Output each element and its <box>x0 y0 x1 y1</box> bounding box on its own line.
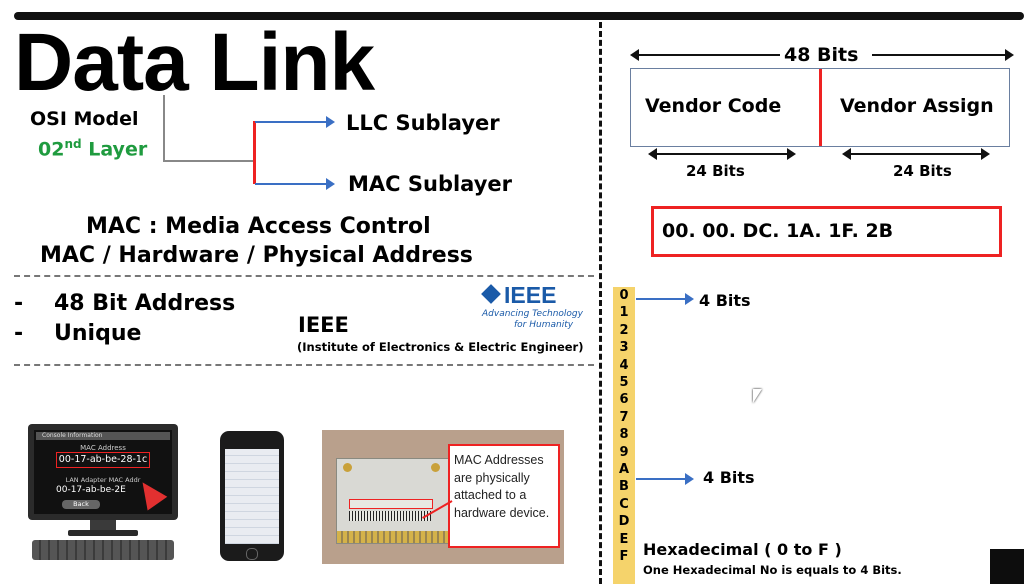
arrow-hex-0 <box>636 293 694 305</box>
monitor-screen: Console Information MAC Address 00-17-ab… <box>34 430 172 514</box>
mac-address-label: MAC Address <box>80 444 126 452</box>
arrow-24bits-left <box>648 148 796 160</box>
mac-example-value: 00. 00. DC. 1A. 1F. 2B <box>662 220 894 242</box>
computer-illustration: Console Information MAC Address 00-17-ab… <box>28 424 178 564</box>
monitor-base <box>68 530 138 536</box>
tree-line-vertical <box>163 95 165 161</box>
osi-layer-label: 02nd Layer <box>38 137 148 161</box>
section-divider-bottom <box>14 364 594 366</box>
bullet-unique: Unique <box>54 321 142 346</box>
bullet-dash-1: - <box>14 291 24 316</box>
tree-line-horizontal <box>163 160 255 162</box>
hex-bits-label-top: 4 Bits <box>699 291 751 310</box>
hex-digit: 0 <box>619 288 629 303</box>
hex-digit: 5 <box>619 375 629 391</box>
hex-digit: 8 <box>619 427 629 443</box>
page-title: Data Link <box>14 17 375 108</box>
top-bar <box>14 12 1024 20</box>
mac-structure-box: Vendor Code Vendor Assign <box>630 68 1010 147</box>
barcode-icon <box>349 511 431 521</box>
section-divider-top <box>14 275 594 277</box>
hex-digit: A <box>618 462 630 478</box>
lan-adapter-label: LAN Adapter MAC Addr <box>65 476 141 484</box>
home-button-icon <box>246 548 258 560</box>
wifi-card <box>336 458 450 544</box>
vertical-divider <box>599 22 602 584</box>
corner-block <box>990 549 1024 584</box>
total-bits-label: 48 Bits <box>784 44 859 66</box>
hex-digit: B <box>619 479 629 495</box>
hex-digit: C <box>619 496 629 512</box>
ieee-diamond-icon <box>481 284 501 304</box>
arrow-to-mac <box>255 178 335 190</box>
network-card-image: MAC Addresses are physically attached to… <box>322 430 564 564</box>
card-connector-pins <box>337 531 449 543</box>
console-header: Console Information <box>36 432 170 440</box>
hex-digit: 9 <box>619 444 629 460</box>
arrow-24bits-right <box>842 148 990 160</box>
vendor-assign-bits: 24 Bits <box>893 162 952 180</box>
vendor-code-bits: 24 Bits <box>686 162 745 180</box>
osi-model-label: OSI Model <box>30 108 139 130</box>
ieee-logo: IEEE Advancing Technology for Humanity <box>481 282 583 332</box>
antenna-connector-icon <box>343 463 352 472</box>
phone-screen <box>225 449 279 544</box>
hex-digit: 6 <box>619 392 629 408</box>
mac-definition-line2: MAC / Hardware / Physical Address <box>40 243 473 268</box>
hex-bits-label-bottom: 4 Bits <box>703 468 755 487</box>
hexadecimal-title: Hexadecimal ( 0 to F ) <box>643 540 842 559</box>
lan-adapter-value: 00-17-ab-be-2E <box>56 485 126 495</box>
hex-digit: 3 <box>619 340 629 356</box>
hex-digit: 7 <box>619 409 629 425</box>
phone-illustration <box>220 431 284 561</box>
mac-definition-line1: MAC : Media Access Control <box>86 214 431 239</box>
mac-address-value: 00-17-ab-be-28-1c <box>56 452 150 468</box>
mac-example-box: 00. 00. DC. 1A. 1F. 2B <box>651 206 1002 257</box>
back-button: Back <box>62 500 100 509</box>
mac-sublayer-label: MAC Sublayer <box>348 172 512 196</box>
ieee-fullname: (Institute of Electronics & Electric Eng… <box>297 340 584 354</box>
card-mac-label <box>349 499 433 509</box>
hex-digit: E <box>619 531 629 547</box>
hex-digit: F <box>619 549 629 565</box>
vendor-split-line <box>819 69 822 146</box>
mac-callout: MAC Addresses are physically attached to… <box>448 444 560 548</box>
monitor-frame: Console Information MAC Address 00-17-ab… <box>28 424 178 520</box>
bullet-48-bit: 48 Bit Address <box>54 291 236 316</box>
hex-digit: D <box>618 514 630 530</box>
hex-digit: 1 <box>619 305 629 321</box>
arrow-48bits-right <box>872 49 1014 61</box>
monitor-stand <box>90 520 116 532</box>
keyboard-icon <box>32 540 174 560</box>
vendor-code-label: Vendor Code <box>645 95 782 117</box>
hex-digit: 2 <box>619 322 629 338</box>
ieee-tagline-2: for Humanity <box>514 320 574 330</box>
tree-branch-red <box>253 121 256 184</box>
ieee-logo-text: IEEE <box>504 282 557 308</box>
ieee-label: IEEE <box>298 313 349 337</box>
bullet-dash-2: - <box>14 321 24 346</box>
antenna-connector-icon <box>431 463 440 472</box>
hex-digit: 4 <box>619 357 629 373</box>
vendor-assign-label: Vendor Assign <box>840 95 994 117</box>
hex-digit-column: 0 1 2 3 4 5 6 7 8 9 A B C D E F <box>613 287 635 584</box>
arrow-hex-9 <box>636 473 694 485</box>
arrow-48bits-left <box>630 49 780 61</box>
arrow-to-llc <box>255 116 335 128</box>
llc-sublayer-label: LLC Sublayer <box>346 111 500 135</box>
hexadecimal-note: One Hexadecimal No is equals to 4 Bits. <box>643 563 902 577</box>
mouse-pointer-icon <box>753 389 762 403</box>
ieee-tagline-1: Advancing Technology <box>482 309 583 319</box>
